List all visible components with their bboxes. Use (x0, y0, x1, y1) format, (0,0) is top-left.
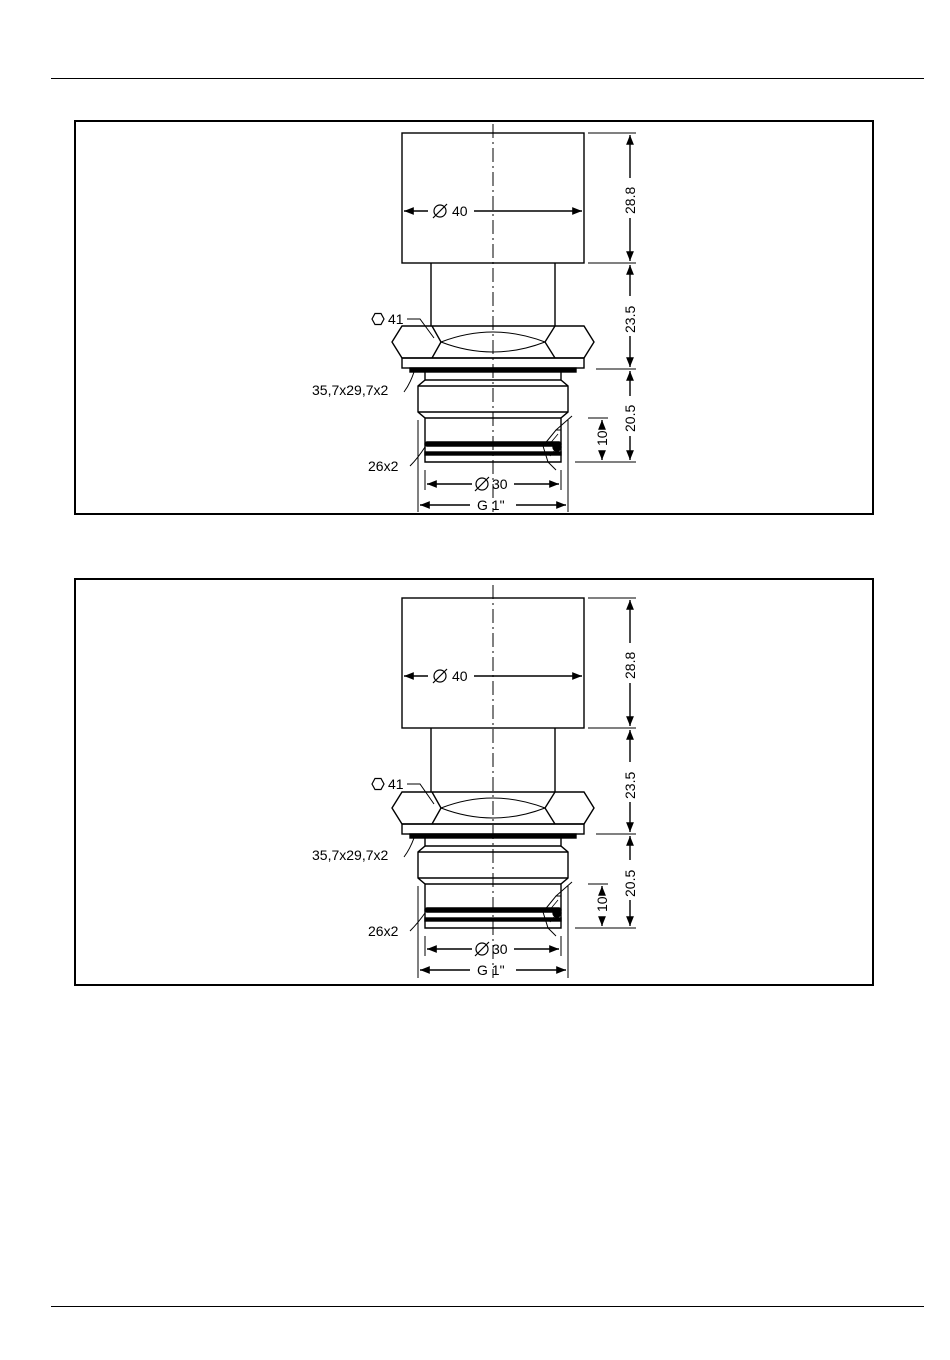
seal-ring-lower (425, 908, 561, 912)
dim-middle-label: 23.5 (622, 772, 638, 799)
thread-label: G 1" (477, 497, 505, 513)
dim-small-label: 10 (594, 896, 610, 912)
dim-top-label: 28.8 (622, 187, 638, 214)
lower-diameter-label: 30 (492, 941, 508, 957)
dim-small-label: 10 (594, 430, 610, 446)
lower-seal-label: 26x2 (368, 923, 399, 939)
upper-diameter-label: 40 (452, 668, 468, 684)
seal-ring-upper (410, 368, 576, 372)
seal-ring-upper (410, 834, 576, 838)
hexagon-symbol (372, 314, 384, 325)
hex-size-label: 41 (388, 311, 404, 327)
lower-diameter-label: 30 (492, 476, 508, 492)
hexagon-symbol (372, 779, 384, 790)
drawing-1 (372, 124, 636, 512)
lower-seal-label: 26x2 (368, 458, 399, 474)
upper-seal-label: 35,7x29,7x2 (312, 847, 388, 863)
dim-top-label: 28.8 (622, 652, 638, 679)
thread-label: G 1" (477, 962, 505, 978)
drawing-2 (372, 585, 636, 978)
upper-diameter-label: 40 (452, 203, 468, 219)
hex-size-label: 41 (388, 776, 404, 792)
dim-middle-label: 23.5 (622, 306, 638, 333)
upper-seal-label: 35,7x29,7x2 (312, 382, 388, 398)
dim-lower-label: 20.5 (622, 870, 638, 897)
seal-ring-lower (425, 442, 561, 446)
dim-lower-label: 20.5 (622, 405, 638, 432)
